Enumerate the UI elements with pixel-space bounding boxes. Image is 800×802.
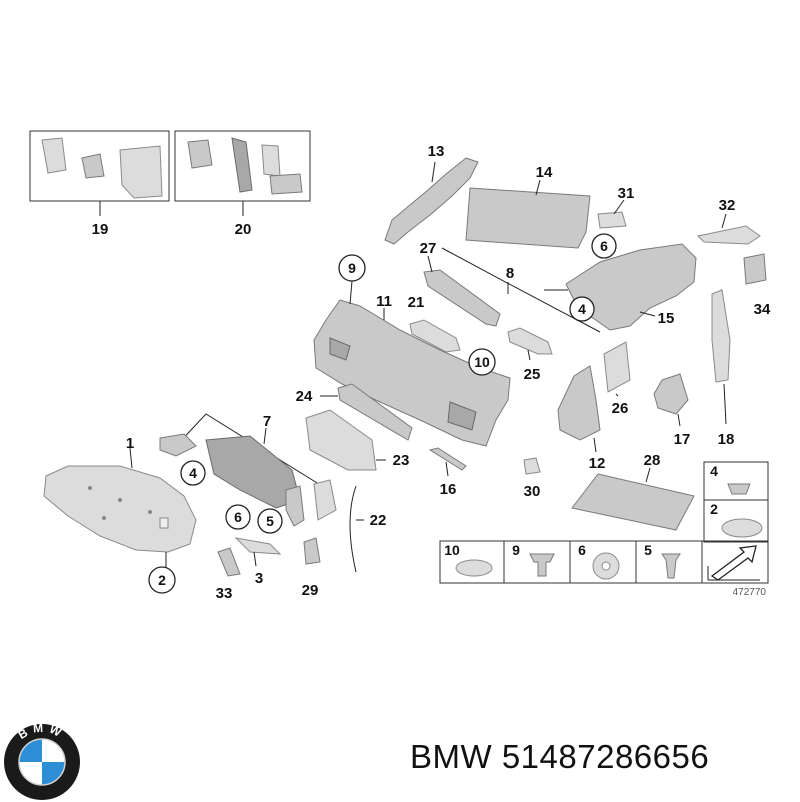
label-2: 2 <box>158 572 166 588</box>
label-3: 3 <box>255 570 263 587</box>
part-29[interactable]: 29 <box>302 537 321 599</box>
legend-bottom-item-0: 10 <box>444 542 460 558</box>
legend-bottom-item-3: 5 <box>644 542 652 558</box>
label-4-top: 4 <box>578 301 586 317</box>
label-6-bottom: 6 <box>234 509 242 525</box>
label-10: 10 <box>474 354 490 370</box>
label-1: 1 <box>126 435 134 452</box>
callout-10[interactable]: 10 <box>468 348 496 376</box>
part-24[interactable]: 24 <box>296 383 413 441</box>
label-15: 15 <box>658 310 675 327</box>
part-3[interactable]: 3 <box>234 537 282 587</box>
label-5: 5 <box>266 513 274 529</box>
label-33: 33 <box>216 585 233 602</box>
label-34: 34 <box>754 301 771 318</box>
label-19: 19 <box>92 221 109 238</box>
part-number: 51487286656 <box>501 738 710 775</box>
screw-icon <box>661 553 681 579</box>
label-32: 32 <box>719 197 736 214</box>
part-1[interactable]: 1 <box>43 435 197 553</box>
plug-icon <box>721 518 763 538</box>
part-27[interactable]: 27 <box>420 240 501 327</box>
part-33[interactable]: 33 <box>216 547 241 602</box>
label-21: 21 <box>408 294 425 311</box>
callout-2[interactable]: 2 <box>148 552 176 594</box>
label-26: 26 <box>612 400 629 417</box>
part-32[interactable]: 32 <box>696 197 761 245</box>
label-30: 30 <box>524 483 541 500</box>
part-8[interactable]: 8 <box>441 247 601 333</box>
callout-9[interactable]: 9 <box>338 254 366 305</box>
part-28[interactable]: 28 <box>571 452 695 531</box>
part-31[interactable]: 31 <box>597 185 635 229</box>
label-4-bottom: 4 <box>189 465 197 481</box>
part-13[interactable]: 13 <box>384 143 479 245</box>
legend-right-item-1: 2 <box>710 501 718 517</box>
label-28: 28 <box>644 452 661 469</box>
part-26[interactable]: 26 <box>603 341 631 417</box>
part-18[interactable]: 18 <box>711 289 735 448</box>
part-23[interactable]: 23 <box>305 409 410 471</box>
label-11: 11 <box>376 293 392 310</box>
legend-right: 4 2 <box>703 461 769 543</box>
kit-19[interactable]: 19 <box>29 130 170 238</box>
clip-icon <box>455 559 493 577</box>
label-16: 16 <box>440 481 457 498</box>
diagram-ref-number: 472770 <box>733 587 767 598</box>
label-20: 20 <box>235 221 252 238</box>
legend-bottom-item-2: 6 <box>578 542 586 558</box>
legend-bottom-item-1: 9 <box>512 542 520 558</box>
part-15[interactable]: 15 <box>565 243 697 331</box>
label-23: 23 <box>393 452 410 469</box>
label-27: 27 <box>420 240 437 257</box>
legend-bottom: 10 9 6 5 <box>439 540 769 584</box>
part-17[interactable]: 17 <box>653 373 691 448</box>
label-8: 8 <box>506 265 514 282</box>
legend-right-item-0: 4 <box>710 463 718 479</box>
label-18: 18 <box>718 431 735 448</box>
callout-5[interactable]: 5 <box>257 508 283 534</box>
part-34[interactable]: 34 <box>743 253 771 318</box>
nut-icon <box>727 483 751 495</box>
label-29: 29 <box>302 582 319 599</box>
callout-4-top[interactable]: 4 <box>544 289 595 322</box>
label-13: 13 <box>428 143 445 160</box>
label-17: 17 <box>674 431 691 448</box>
arrow-icon <box>710 545 757 581</box>
label-9: 9 <box>348 260 356 276</box>
bmw-logo-icon: BMW <box>4 722 80 800</box>
part-22[interactable]: 22 <box>349 485 387 573</box>
label-22: 22 <box>370 512 387 529</box>
callout-4-bottom[interactable]: 4 <box>180 460 206 486</box>
kit-20[interactable]: 20 <box>174 130 311 238</box>
part-7[interactable]: 7 <box>159 413 337 527</box>
label-24: 24 <box>296 388 313 405</box>
part-25[interactable]: 25 <box>507 327 553 383</box>
callout-6-bottom[interactable]: 6 <box>225 504 251 530</box>
callout-6-top[interactable]: 6 <box>591 233 617 259</box>
part-16[interactable]: 16 <box>428 447 467 498</box>
label-7: 7 <box>263 413 271 430</box>
part-14[interactable]: 14 <box>465 164 591 249</box>
part-30[interactable]: 30 <box>523 457 541 500</box>
part-12[interactable]: 12 <box>557 365 606 472</box>
label-31: 31 <box>618 185 635 202</box>
product-title: BMW 51487286656 <box>410 738 709 776</box>
rivet-icon <box>529 553 555 577</box>
label-6-top: 6 <box>600 238 608 254</box>
label-25: 25 <box>524 366 541 383</box>
part-11[interactable]: 11 <box>313 293 511 447</box>
label-14: 14 <box>536 164 553 181</box>
part-21[interactable]: 21 <box>408 294 461 353</box>
brand-name: BMW <box>410 738 493 775</box>
label-12: 12 <box>589 455 606 472</box>
